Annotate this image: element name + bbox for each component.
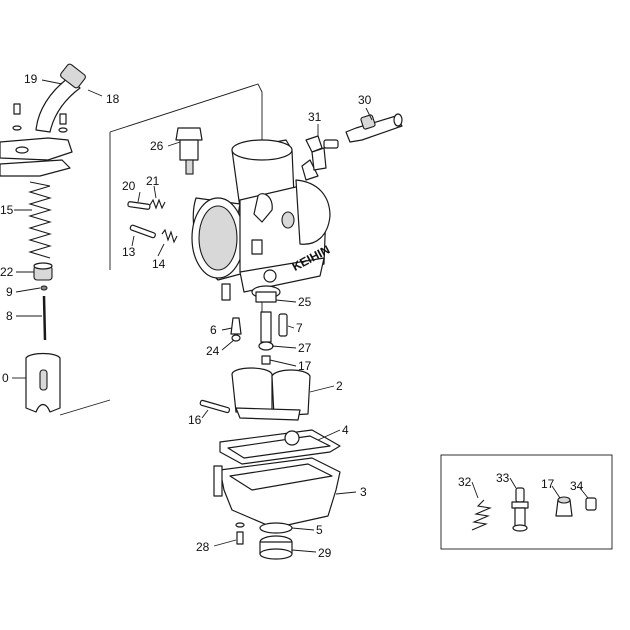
leader-lines xyxy=(12,79,589,553)
cap-gasket xyxy=(0,159,71,177)
float-valve-6 xyxy=(230,317,242,342)
float-bowl-3 xyxy=(213,457,341,529)
spring-32 xyxy=(471,499,492,531)
callout-0: 0 xyxy=(2,371,9,385)
float-pin-16 xyxy=(199,399,231,414)
small-screw-right xyxy=(58,113,68,133)
callout-20: 20 xyxy=(122,179,136,193)
callout-21: 21 xyxy=(146,174,160,188)
throttle-cable-elbow xyxy=(35,63,86,133)
idle-adjust-screw xyxy=(175,127,203,175)
air-screw-20 xyxy=(127,198,166,210)
callout-29: 29 xyxy=(318,546,332,560)
callout-8: 8 xyxy=(6,309,13,323)
throttle-slide xyxy=(25,352,61,413)
callout-18: 18 xyxy=(106,92,120,106)
jet-needle xyxy=(40,285,48,341)
callout-6: 6 xyxy=(210,323,217,337)
callout-22: 22 xyxy=(0,265,14,279)
drain-plug-29 xyxy=(259,535,293,560)
callout-15: 15 xyxy=(0,203,14,217)
callout-27: 27 xyxy=(298,341,312,355)
callout-19: 19 xyxy=(24,72,38,86)
callout-31: 31 xyxy=(308,110,322,124)
callout-4: 4 xyxy=(342,423,349,437)
top-cap-plate xyxy=(0,137,73,161)
callout-16: 16 xyxy=(188,413,202,427)
callout-28: 28 xyxy=(196,540,210,554)
needle-clip-holder xyxy=(33,262,53,281)
callout-7: 7 xyxy=(296,321,303,335)
pilot-jet-7 xyxy=(278,313,288,337)
callout-30: 30 xyxy=(358,93,372,107)
callout-26: 26 xyxy=(150,139,164,153)
callout-2: 2 xyxy=(336,379,343,393)
callout-5: 5 xyxy=(316,523,323,537)
callout-33: 33 xyxy=(496,471,510,485)
callout-32: 32 xyxy=(458,475,472,489)
callout-17-inset: 17 xyxy=(541,477,555,491)
callout-3: 3 xyxy=(360,485,367,499)
drain-gasket-5 xyxy=(259,522,293,534)
callout-labels: 19 18 15 22 9 8 0 26 20 21 13 14 31 30 2… xyxy=(0,72,584,560)
callout-13: 13 xyxy=(122,245,136,259)
cable-adjuster xyxy=(345,113,403,143)
screw-28 xyxy=(235,522,245,545)
main-jet-27 xyxy=(258,311,274,365)
callout-14: 14 xyxy=(152,257,166,271)
float-2 xyxy=(231,367,311,421)
jet-17-inset xyxy=(555,496,573,517)
throttle-spring xyxy=(28,181,52,259)
callout-25: 25 xyxy=(298,295,312,309)
carburetor-body: KEIHIN xyxy=(191,139,332,301)
inset-frame xyxy=(440,454,613,550)
hot-start-elbow xyxy=(305,135,339,171)
callout-34: 34 xyxy=(570,479,584,493)
cap-34 xyxy=(585,497,597,511)
bowl-gasket-4 xyxy=(219,429,341,465)
callout-24: 24 xyxy=(206,344,220,358)
air-screw-13 xyxy=(129,224,178,244)
callout-17: 17 xyxy=(298,359,312,373)
small-screw-left xyxy=(12,103,22,131)
needle-jet-25 xyxy=(251,285,281,303)
callout-9: 9 xyxy=(6,285,13,299)
needle-jet-33 xyxy=(511,487,529,532)
